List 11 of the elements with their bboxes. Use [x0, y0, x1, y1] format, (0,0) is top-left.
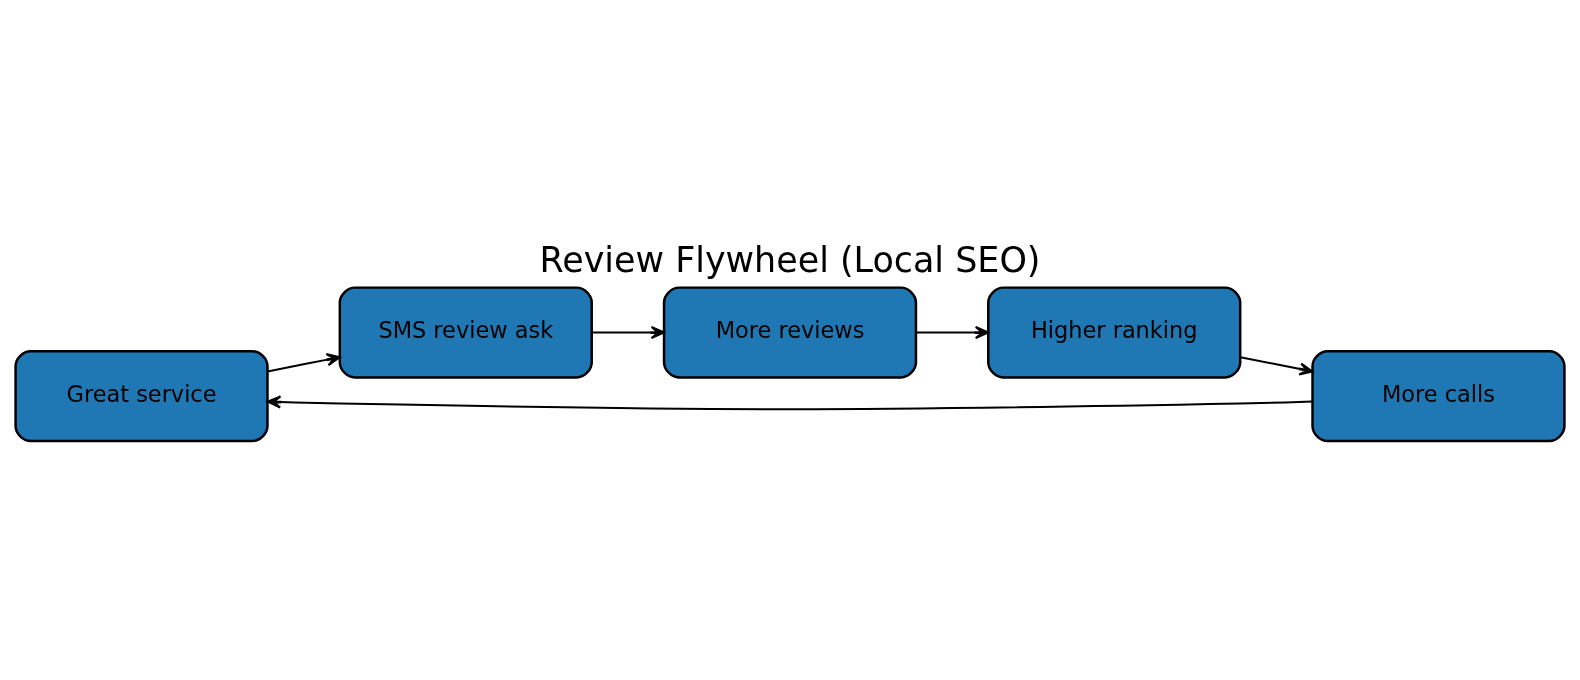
arrow	[915, 325, 990, 340]
node-box: Higher ranking	[987, 286, 1242, 379]
node-box: Great service	[14, 349, 269, 443]
node-box: SMS review ask	[338, 286, 593, 379]
node-box: More calls	[1311, 349, 1566, 443]
node-box: More reviews	[662, 286, 918, 379]
arrow	[266, 353, 341, 373]
arrow	[590, 325, 665, 340]
diagram-title: Review Flywheel (Local SEO)	[539, 239, 1041, 280]
arrow	[1239, 356, 1314, 376]
arrow	[266, 395, 1314, 411]
